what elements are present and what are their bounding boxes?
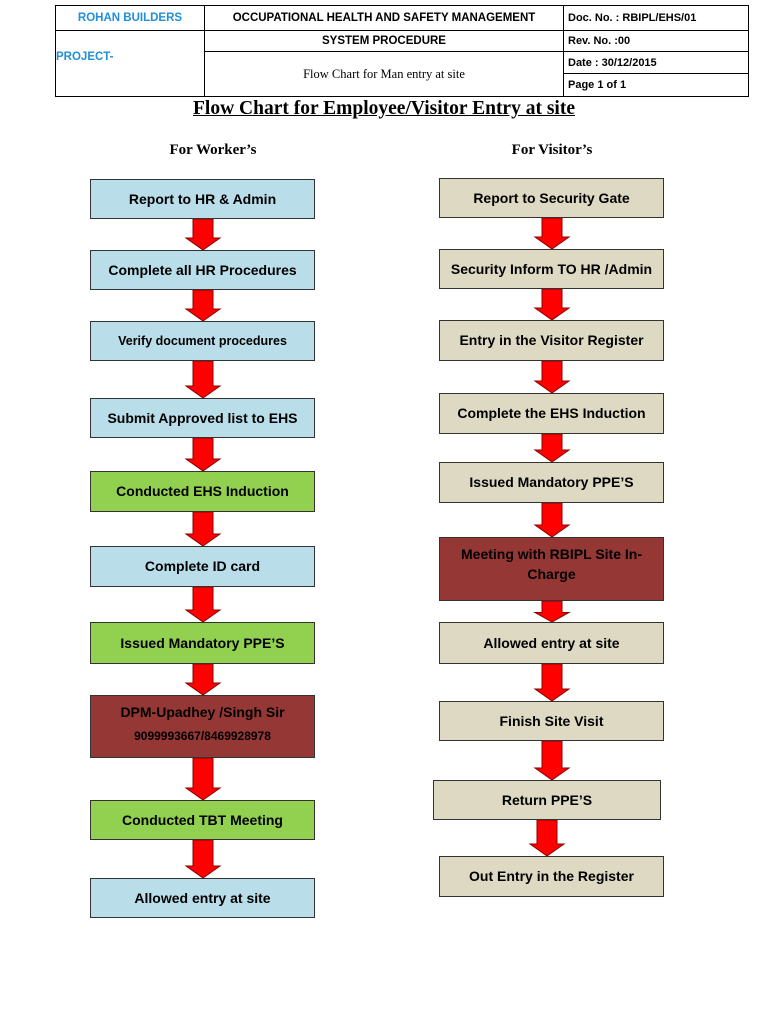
worker-step-3: Verify document procedures xyxy=(90,321,315,361)
doc-number: Doc. No. : RBIPL/EHS/01 xyxy=(563,5,749,31)
visitor-step-10: Out Entry in the Register xyxy=(439,856,664,897)
visitor-arrow-9 xyxy=(528,820,566,856)
worker-step-label: Complete all HR Procedures xyxy=(108,261,297,278)
document-header: ROHAN BUILDERS OCCUPATIONAL HEALTH AND S… xyxy=(55,5,749,97)
worker-step-9: Conducted TBT Meeting xyxy=(90,800,315,840)
revision-number: Rev. No. :00 xyxy=(563,30,749,52)
visitor-step-4: Complete the EHS Induction xyxy=(439,393,664,434)
worker-step-1: Report to HR & Admin xyxy=(90,179,315,219)
worker-step-label: Verify document procedures xyxy=(118,333,287,348)
worker-step-6: Complete ID card xyxy=(90,546,315,587)
visitor-step-label: Finish Site Visit xyxy=(499,712,604,729)
visitor-arrow-5 xyxy=(532,503,571,537)
worker-arrow-6 xyxy=(183,587,222,622)
worker-step-label: Conducted EHS Induction xyxy=(116,483,289,500)
visitor-step-label: Security Inform TO HR /Admin xyxy=(450,260,653,277)
worker-step-4: Submit Approved list to EHS xyxy=(90,398,315,438)
system-title-line2: SYSTEM PROCEDURE xyxy=(204,30,564,52)
worker-step-10: Allowed entry at site xyxy=(90,878,315,918)
visitor-arrow-6 xyxy=(532,601,571,622)
visitor-step-7: Allowed entry at site xyxy=(439,622,664,664)
visitor-step-label: Entry in the Visitor Register xyxy=(459,332,644,349)
procedure-name: Flow Chart for Man entry at site xyxy=(204,51,564,97)
project-label: PROJECT- xyxy=(55,30,205,97)
visitor-step-8: Finish Site Visit xyxy=(439,701,664,741)
worker-step-2: Complete all HR Procedures xyxy=(90,250,315,290)
worker-arrow-7 xyxy=(183,664,222,695)
worker-step-label: DPM-Upadhey /Singh Sir xyxy=(120,704,285,720)
visitor-step-label: Allowed entry at site xyxy=(483,634,620,651)
worker-arrow-8 xyxy=(183,758,222,800)
worker-step-contact: 9099993667/8469928978 xyxy=(134,729,271,744)
visitor-arrow-7 xyxy=(532,664,571,701)
visitor-arrow-3 xyxy=(532,361,571,393)
visitor-step-2: Security Inform TO HR /Admin xyxy=(439,249,664,289)
worker-arrow-3 xyxy=(183,361,222,398)
worker-arrow-4 xyxy=(183,438,222,471)
visitor-arrow-8 xyxy=(532,741,571,780)
visitor-step-6: Meeting with RBIPL Site In-Charge xyxy=(439,537,664,601)
worker-arrow-5 xyxy=(183,512,222,546)
visitor-step-5: Issued Mandatory PPE’S xyxy=(439,462,664,503)
visitor-step-3: Entry in the Visitor Register xyxy=(439,320,664,361)
worker-step-label: Report to HR & Admin xyxy=(128,190,277,207)
visitor-step-label: Report to Security Gate xyxy=(473,189,630,206)
visitor-step-label: Meeting with RBIPL Site In-Charge xyxy=(461,546,642,583)
system-title-line1: OCCUPATIONAL HEALTH AND SAFETY MANAGEMEN… xyxy=(204,5,564,31)
page-number: Page 1 of 1 xyxy=(563,73,749,97)
worker-arrow-2 xyxy=(183,290,222,321)
company-name: ROHAN BUILDERS xyxy=(55,5,205,31)
worker-step-5: Conducted EHS Induction xyxy=(90,471,315,512)
document-date: Date : 30/12/2015 xyxy=(563,51,749,74)
worker-step-label: Allowed entry at site xyxy=(134,889,271,906)
worker-step-8: DPM-Upadhey /Singh Sir 9099993667/8469928… xyxy=(90,695,315,758)
worker-step-label: Issued Mandatory PPE’S xyxy=(120,634,285,651)
worker-arrow-1 xyxy=(183,219,222,250)
page-title: Flow Chart for Employee/Visitor Entry at… xyxy=(192,98,575,119)
worker-step-label: Complete ID card xyxy=(144,558,261,575)
visitor-step-9: Return PPE’S xyxy=(433,780,661,820)
worker-step-label: Conducted TBT Meeting xyxy=(122,811,283,828)
visitor-step-1: Report to Security Gate xyxy=(439,178,664,218)
worker-step-7: Issued Mandatory PPE’S xyxy=(90,622,315,664)
visitor-step-label: Return PPE’S xyxy=(501,791,593,808)
visitors-heading: For Visitor’s xyxy=(511,142,593,158)
workers-heading: For Worker’s xyxy=(169,142,257,158)
worker-arrow-9 xyxy=(183,840,222,878)
visitor-step-label: Complete the EHS Induction xyxy=(457,405,646,422)
visitor-arrow-1 xyxy=(532,218,571,249)
visitor-step-label: Out Entry in the Register xyxy=(469,868,634,885)
visitor-step-label: Issued Mandatory PPE’S xyxy=(469,474,634,491)
visitor-arrow-4 xyxy=(532,434,571,462)
visitor-arrow-2 xyxy=(532,289,571,320)
worker-step-label: Submit Approved list to EHS xyxy=(107,409,298,426)
